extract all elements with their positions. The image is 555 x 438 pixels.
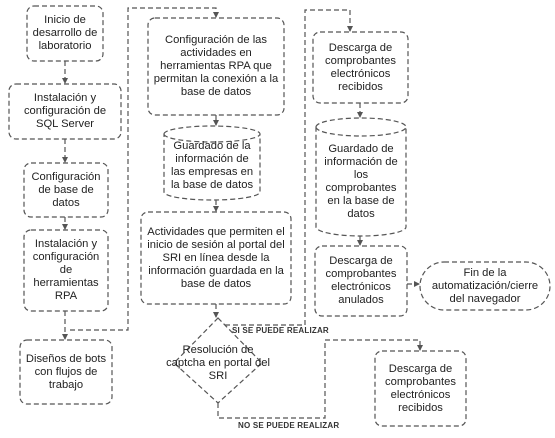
node-inicio-sesion: Actividades que permiten el inicio de se…: [147, 225, 285, 290]
node-disenos-bots: Diseños de bots con flujos de trabajo: [25, 352, 107, 391]
edge-label-no: NO SE PUEDE REALIZAR: [238, 421, 340, 430]
node-shape-herramientas-rpa: [23, 229, 109, 312]
node-shape-guardado-empresas: [163, 125, 261, 201]
node-descarga-recibidos-1: Descarga de comprobantes electrónicos re…: [325, 41, 396, 93]
node-guardado-comprobantes: Guardado de información de los comproban…: [324, 143, 398, 220]
edge-disenos-config-actividades: [70, 7, 219, 331]
node-inicio: Inicio de desarrollo de laboratorio: [32, 14, 98, 52]
edge-label-si: SI SE PUEDE REALIZAR: [232, 326, 329, 335]
node-shape-config-actividades: [147, 17, 285, 116]
node-config-actividades: Configuración de las actividades en herr…: [153, 34, 279, 98]
node-shape-guardado-comprobantes: [315, 117, 407, 237]
edge-captcha-no: [217, 339, 423, 419]
node-descarga-recibidos-2: Descarga de comprobantes electrónicos re…: [385, 362, 456, 414]
node-guardado-empresas: Guardado de la información de las empres…: [170, 140, 254, 191]
node-sql-server: Instalación y configuración de SQL Serve…: [23, 92, 107, 130]
node-config-bd: Configuración de base de datos: [31, 170, 101, 209]
node-fin: Fin de la automatización/cierre del nave…: [431, 266, 539, 305]
node-shape-inicio-sesion: [140, 211, 292, 305]
edge-captcha-si: [225, 9, 353, 326]
node-shape-disenos-bots: [19, 339, 113, 405]
node-shape-config-bd: [23, 162, 109, 218]
node-descarga-anulados: Descarga de comprobantes electrónicos an…: [325, 255, 397, 306]
node-shape-fin: [419, 261, 551, 311]
node-herramientas-rpa: Instalación y configuración de herramien…: [32, 238, 100, 302]
node-shape-descarga-anulados: [314, 245, 408, 317]
node-captcha: Resolución de captcha en portal del SRI: [166, 343, 270, 382]
